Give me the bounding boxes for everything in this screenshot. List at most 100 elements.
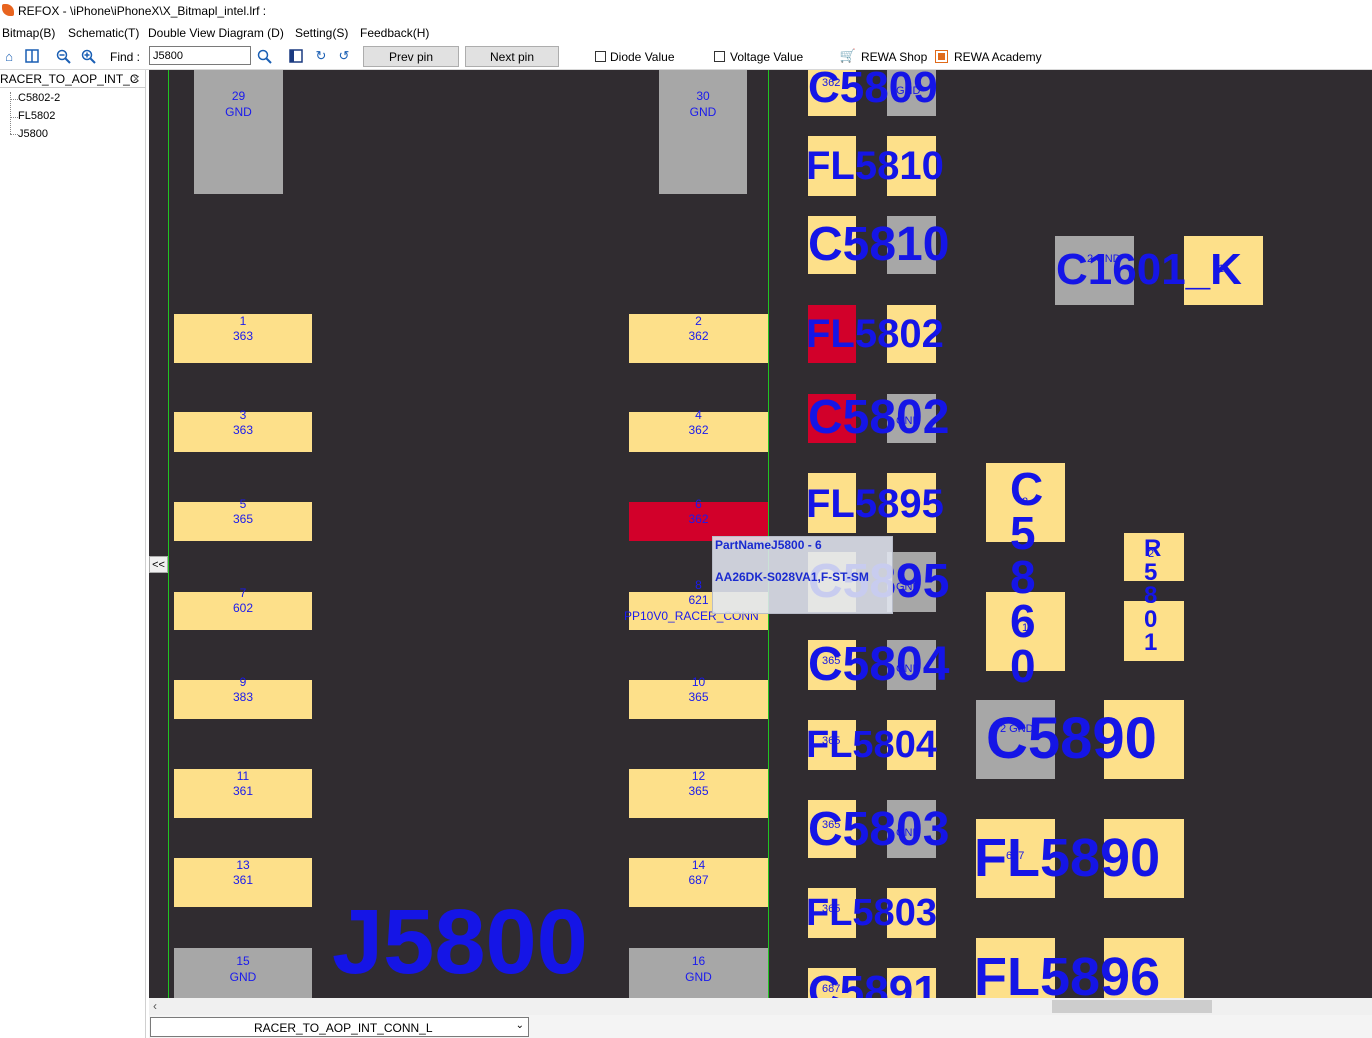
scroll-left-icon[interactable]: ‹ — [153, 999, 157, 1013]
component-fl5890[interactable]: FL5890 687 — [974, 819, 1184, 898]
rotate-left-icon[interactable]: ↺ — [338, 48, 350, 63]
component-fl5802-selected[interactable]: FL5802 — [806, 305, 944, 363]
pin-4-pad[interactable]: 4 362 — [629, 408, 768, 452]
component-c5891[interactable]: C5891 687 — [808, 968, 936, 998]
pin-3-pad[interactable]: 3 363 — [174, 408, 312, 452]
pin-9-pad[interactable]: 9 383 — [174, 675, 312, 719]
net-select-value: RACER_TO_AOP_INT_CONN_L — [254, 1021, 433, 1035]
pin-29-pad[interactable]: 29 GND — [194, 70, 283, 194]
pin-net: 1 — [1022, 622, 1029, 634]
rewa-academy-link[interactable]: REWA Academy — [954, 50, 1042, 64]
component-fl5895[interactable]: FL5895 — [806, 473, 944, 533]
component-c5810[interactable]: C5810 — [808, 216, 949, 274]
panel-icon[interactable] — [288, 48, 304, 64]
board-view[interactable]: 29 GND 30 GND 1 363 2 362 3 363 4 362 5 … — [149, 70, 1372, 998]
diode-value-checkbox[interactable] — [595, 51, 606, 62]
pin-16-pad[interactable]: 16 GND — [629, 948, 768, 998]
pin-6-pad-selected[interactable]: 6 362 — [629, 497, 768, 541]
component-c5802-selected[interactable]: C5802 GND — [808, 394, 949, 443]
net-select-dropdown[interactable]: RACER_TO_AOP_INT_CONN_L ⌄ — [150, 1017, 529, 1037]
net-tree-tab[interactable]: RACER_TO_AOP_INT_C × — [0, 70, 146, 88]
pin-net: GND — [689, 105, 717, 119]
component-c5804[interactable]: C5804 365 GND — [808, 640, 949, 690]
pin-net: 362 — [688, 329, 709, 343]
pin-7-pad[interactable]: 7 602 — [174, 586, 312, 630]
pin-net: GND — [229, 970, 257, 984]
tooltip-part-name: PartNameJ5800 - 6 — [715, 538, 822, 552]
component-fl5810[interactable]: FL5810 — [806, 136, 944, 196]
rewa-shop-link[interactable]: REWA Shop — [861, 50, 928, 64]
next-pin-button[interactable]: Next pin — [465, 46, 559, 67]
tree-connector — [10, 117, 18, 118]
pin-net: 362 — [822, 77, 841, 89]
pin-13-pad[interactable]: 13 361 — [174, 858, 312, 907]
academy-icon[interactable] — [933, 48, 949, 64]
rotate-right-icon[interactable]: ↻ — [315, 48, 327, 63]
pin-net: 365 — [822, 735, 841, 747]
find-input[interactable] — [149, 46, 251, 65]
prev-pin-button[interactable]: Prev pin — [363, 46, 459, 67]
diode-value-label: Diode Value — [610, 50, 675, 64]
refox-logo-icon — [2, 4, 14, 16]
part-tooltip: PartNameJ5800 - 6 AA26DK-S028VA1,F-ST-SM — [712, 536, 893, 614]
tree-item-fl5802[interactable]: FL5802 — [18, 110, 56, 122]
component-c1601-k[interactable]: C1601_K 2 GND 1 — [1055, 236, 1263, 305]
voltage-value-checkbox[interactable] — [714, 51, 725, 62]
component-c5803[interactable]: C5803 365 GND — [808, 800, 949, 858]
pin-net: 602 — [232, 601, 254, 615]
pin-15-pad[interactable]: 15 GND — [174, 948, 312, 998]
component-label: FL5803 — [806, 892, 937, 934]
pin-2-pad[interactable]: 2 362 — [629, 314, 768, 363]
component-c5890[interactable]: C5890 2 GND — [976, 700, 1184, 779]
pin-11-pad[interactable]: 11 361 — [174, 769, 312, 818]
pin-net: 365 — [232, 512, 254, 526]
pin-10-pad[interactable]: 10 365 — [629, 675, 768, 719]
chevron-down-icon[interactable]: ⌄ — [515, 1020, 524, 1031]
menu-schematic[interactable]: Schematic(T) — [68, 26, 140, 40]
pin-14-pad[interactable]: 14 687 — [629, 858, 768, 907]
close-icon[interactable]: × — [132, 71, 140, 86]
scrollbar-thumb[interactable] — [1052, 1000, 1212, 1013]
pin-net: GND — [896, 415, 921, 427]
horizontal-scrollbar[interactable]: ‹ — [149, 998, 1372, 1015]
split-view-icon[interactable] — [24, 48, 40, 64]
component-label: FL5804 — [806, 724, 937, 766]
pin-30-pad[interactable]: 30 GND — [659, 70, 747, 194]
zoom-out-icon[interactable] — [55, 48, 71, 64]
menu-feedback[interactable]: Feedback(H) — [360, 26, 430, 40]
tree-connector — [10, 134, 18, 135]
tree-item-c5802-2[interactable]: C5802-2 — [18, 92, 61, 104]
home-icon[interactable]: ⌂ — [5, 48, 13, 64]
tree-connector — [10, 92, 11, 134]
component-c5860[interactable]: C5860 2 1 — [986, 463, 1065, 689]
component-label: C5802 — [808, 391, 950, 444]
search-icon[interactable] — [256, 48, 272, 64]
component-fl5896[interactable]: FL5896 — [976, 938, 1184, 998]
collapse-panel-button[interactable]: << — [149, 556, 168, 573]
component-label: C5803 — [808, 803, 950, 856]
pin-number: 15 — [236, 954, 250, 968]
component-fl5804[interactable]: FL5804 365 — [806, 720, 937, 770]
pin-net: GND — [685, 970, 712, 984]
component-label: R5801 — [1144, 535, 1162, 657]
component-label: FL5810 — [806, 144, 944, 188]
pin-5-pad[interactable]: 5 365 — [174, 497, 312, 541]
pin-1-pad[interactable]: 1 363 — [174, 314, 312, 363]
menu-bitmap[interactable]: Bitmap(B) — [2, 26, 56, 40]
menu-double-view[interactable]: Double View Diagram (D) — [148, 26, 284, 40]
component-label: FL5890 — [974, 828, 1161, 888]
pin-net: GND — [225, 105, 252, 119]
tree-item-j5800[interactable]: J5800 — [18, 128, 48, 140]
pin-number: 29 — [231, 89, 246, 103]
pin-12-pad[interactable]: 12 365 — [629, 769, 768, 818]
zoom-in-icon[interactable] — [80, 48, 96, 64]
voltage-value-label: Voltage Value — [730, 50, 804, 64]
menu-setting[interactable]: Setting(S) — [295, 26, 349, 40]
component-c5809[interactable]: C5809 362 GND — [808, 70, 938, 116]
component-fl5803[interactable]: FL5803 365 — [806, 888, 937, 938]
pin-net: 2 GND — [1000, 723, 1034, 735]
shopping-cart-icon[interactable]: 🛒 — [839, 48, 857, 63]
net-tree-panel: RACER_TO_AOP_INT_C × C5802-2 FL5802 J580… — [0, 70, 146, 1038]
component-r5801[interactable]: R5801 2 — [1124, 533, 1184, 661]
pin-net: GND — [896, 581, 921, 593]
